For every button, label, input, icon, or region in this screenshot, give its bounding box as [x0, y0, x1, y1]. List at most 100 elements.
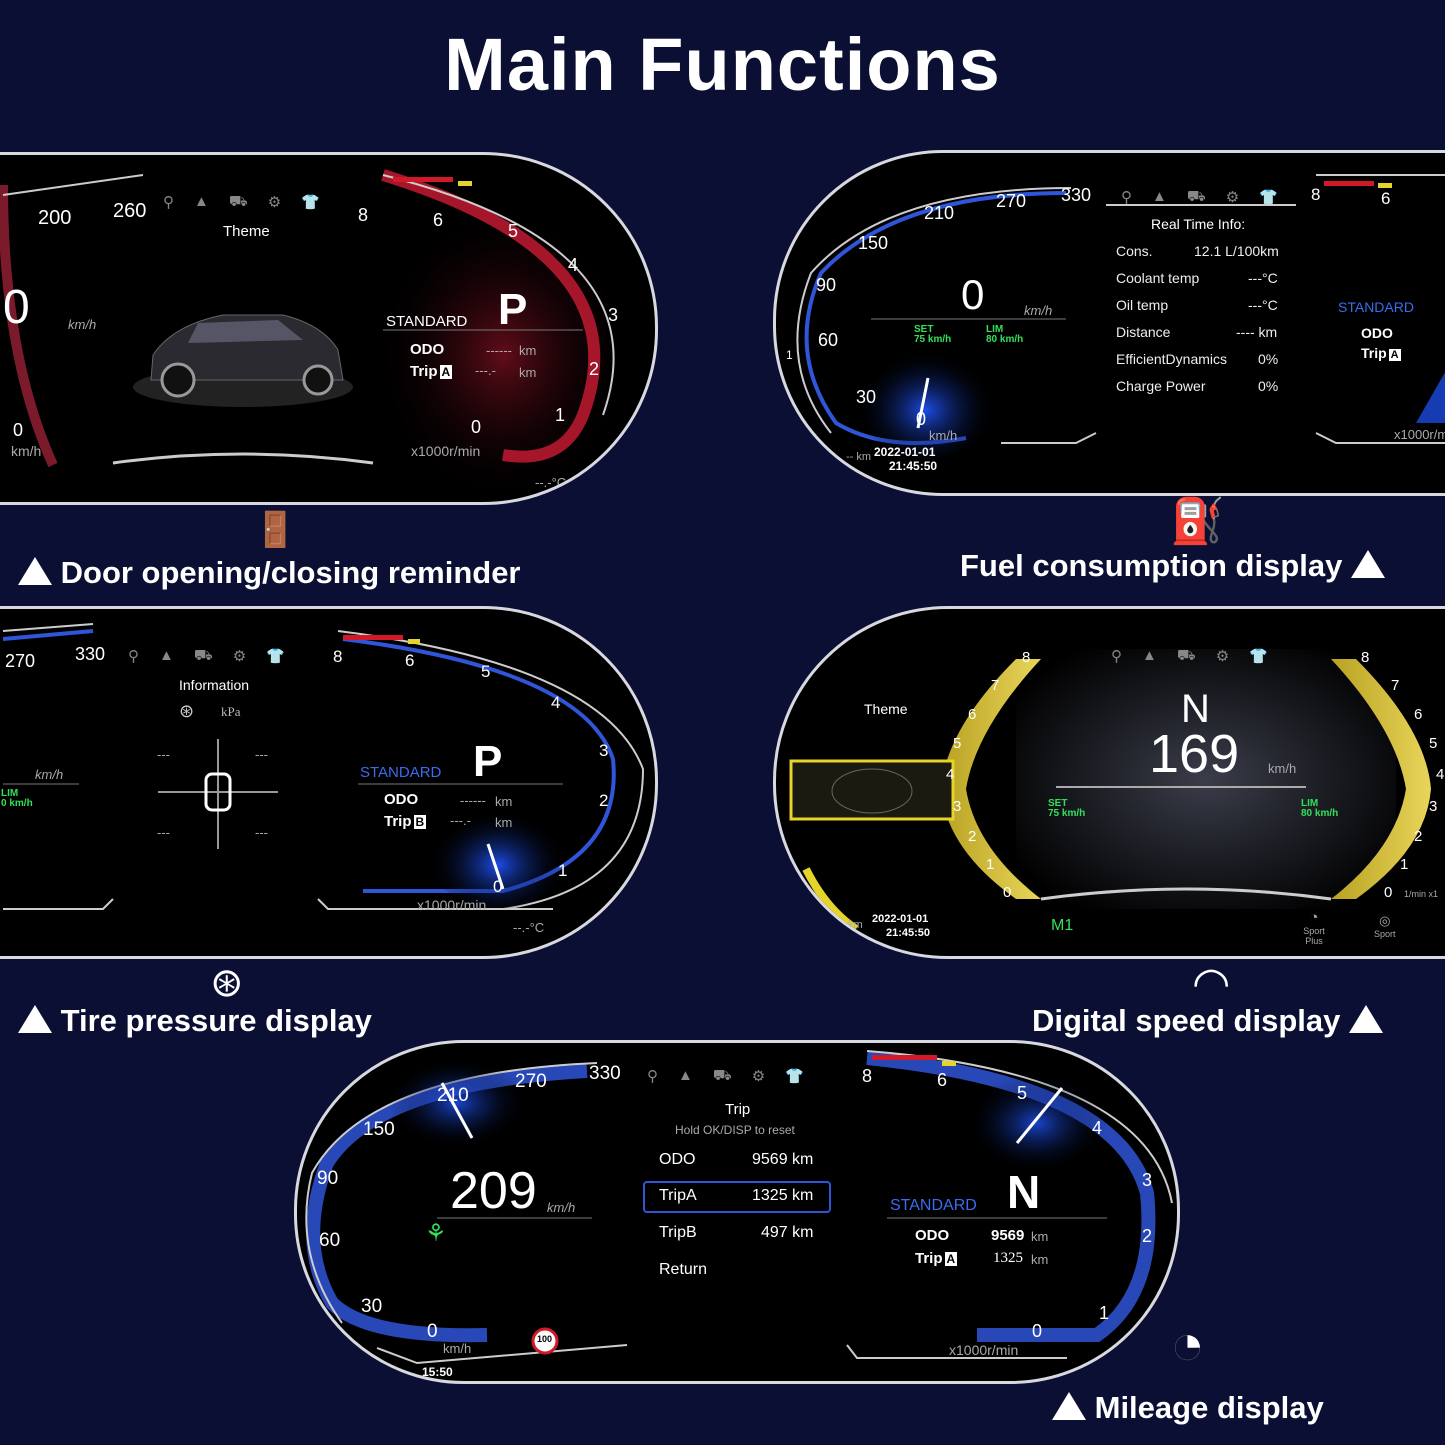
- gear-indicator: P: [498, 285, 528, 334]
- sport-mode: ◎Sport: [1374, 913, 1396, 939]
- rpm-tick-4: 4: [568, 255, 579, 275]
- low-speed-value: 0: [13, 420, 24, 440]
- left-tick-0: 0: [1003, 884, 1012, 901]
- info-value-cons: 12.1 L/100km: [1194, 243, 1279, 259]
- triangle-icon: [1349, 1005, 1383, 1033]
- shirt-icon: 👕: [1249, 648, 1268, 665]
- menu-item-tripb[interactable]: TripB: [659, 1224, 697, 1241]
- right-tick-2: 2: [1414, 828, 1423, 845]
- speed-tick-330: 330: [75, 644, 106, 664]
- rpm-unit: x1000r/min: [417, 897, 487, 913]
- rpm-tick-3: 3: [599, 741, 609, 760]
- trip-unit: km: [495, 815, 513, 830]
- page-title: Main Functions: [444, 23, 1001, 106]
- drive-mode: STANDARD: [360, 764, 442, 781]
- left-tick-6: 6: [968, 706, 977, 723]
- odometer-icon: ◔: [1170, 1312, 1206, 1377]
- warning-icon: ▲: [159, 647, 174, 664]
- rpm-tick-8: 8: [1311, 185, 1321, 204]
- speed-unit: km/h: [1268, 761, 1297, 776]
- rpm-tick-2: 2: [599, 791, 609, 810]
- cluster-trip-panel: 330 270 210 150 90 60 30 0 209 km/h ⚘ km…: [294, 1040, 1180, 1384]
- rpm-tick-2: 2: [1142, 1226, 1153, 1246]
- info-row-efficient: EfficientDynamics: [1116, 351, 1228, 367]
- rpm-tick-5: 5: [481, 662, 491, 681]
- rpm-tick-0: 0: [493, 877, 503, 896]
- odo-label: ODO: [410, 341, 445, 358]
- menu-title: Theme: [864, 701, 908, 717]
- time-readout: 21:45:50: [886, 927, 931, 939]
- right-tick-3: 3: [1429, 798, 1438, 815]
- tire-pressure-icon: ⊛: [210, 961, 244, 1005]
- left-tick-5: 5: [953, 735, 962, 752]
- caption-digital: Digital speed display: [1032, 1003, 1383, 1039]
- rpm-tick-6: 6: [1381, 189, 1391, 208]
- speed-limit-sign: 100: [537, 1334, 553, 1344]
- rpm-tick-8: 8: [333, 647, 343, 666]
- car-icon: ⛟: [1176, 647, 1196, 664]
- left-tick-3: 3: [953, 798, 962, 815]
- odo-unit: km: [1031, 1229, 1049, 1244]
- status-icon-row: ⚲ ▲ ⛟ ⚙ 👕: [1121, 188, 1278, 207]
- rpm-tick-1: 1: [1099, 1303, 1110, 1323]
- door-icon: 🚪: [254, 511, 297, 549]
- gear-icon: ⚙: [751, 1068, 766, 1085]
- odo-prefix: km: [848, 919, 863, 931]
- triangle-icon: [18, 1005, 52, 1033]
- menu-hint: Hold OK/DISP to reset: [675, 1123, 795, 1137]
- rpm-tick-5: 5: [1017, 1083, 1028, 1103]
- location-icon: ⚲: [163, 194, 174, 211]
- left-tick-4: 4: [946, 766, 955, 783]
- gauge-one-marker: 1: [786, 348, 793, 362]
- car-icon: ⛟: [712, 1067, 732, 1084]
- right-tick-8: 8: [1361, 649, 1370, 666]
- rpm-tick-6: 6: [433, 210, 444, 230]
- speed-tick-0: 0: [916, 409, 927, 429]
- location-icon: ⚲: [1121, 189, 1132, 206]
- left-tick-7: 7: [991, 677, 1000, 694]
- caption-mileage: Mileage display: [1052, 1390, 1324, 1426]
- rpm-tick-0: 0: [471, 417, 482, 437]
- info-row-cons: Cons.: [1116, 243, 1153, 259]
- tire-rear-left: ---: [157, 825, 170, 840]
- gear-icon: ⚙: [1215, 648, 1230, 665]
- gear-icon: ⚙: [232, 648, 247, 665]
- trip-value: 1325: [993, 1250, 1023, 1266]
- menu-item-odo[interactable]: ODO: [659, 1151, 696, 1168]
- location-icon: ⚲: [647, 1068, 658, 1085]
- fuel-pump-icon: ⛽: [1170, 497, 1225, 546]
- status-icon-row: ⚲ ▲ ⛟ ⚙ 👕: [128, 647, 285, 666]
- gear-indicator: N: [1181, 687, 1210, 731]
- rpm-tick-8: 8: [358, 205, 369, 225]
- tire-front-right: ---: [255, 747, 268, 762]
- rpm-tick-3: 3: [1142, 1170, 1153, 1190]
- right-tick-6: 6: [1414, 706, 1423, 723]
- odo-value: ------: [486, 343, 512, 358]
- menu-item-return[interactable]: Return: [659, 1261, 708, 1278]
- info-value-charge: 0%: [1258, 378, 1279, 394]
- rpm-tick-3: 3: [608, 305, 619, 325]
- speed-unit: km/h: [35, 767, 64, 782]
- steering-icon: ◎: [1379, 913, 1391, 928]
- trip-value: ---.-: [450, 813, 471, 828]
- speed-value: 169: [1149, 724, 1240, 784]
- warning-icon: ▲: [1142, 647, 1157, 664]
- right-tick-1: 1: [1400, 856, 1409, 873]
- menu-item-tripa[interactable]: TripA: [659, 1187, 697, 1204]
- drive-mode: STANDARD: [890, 1197, 977, 1214]
- status-icon-row: ⚲ ▲ ⛟ ⚙ 👕: [647, 1067, 804, 1086]
- location-icon: ⚲: [1111, 648, 1122, 665]
- speed-tick-0: 0: [427, 1321, 438, 1342]
- speed-tick-90: 90: [816, 275, 837, 295]
- rpm-tick-0: 0: [1032, 1321, 1043, 1341]
- drive-mode: STANDARD: [1338, 299, 1414, 315]
- status-icon-row: ⚲ ▲ ⛟ ⚙ 👕: [163, 193, 320, 212]
- speed-tick-150: 150: [858, 233, 889, 253]
- speed-tick-150: 150: [363, 1119, 395, 1140]
